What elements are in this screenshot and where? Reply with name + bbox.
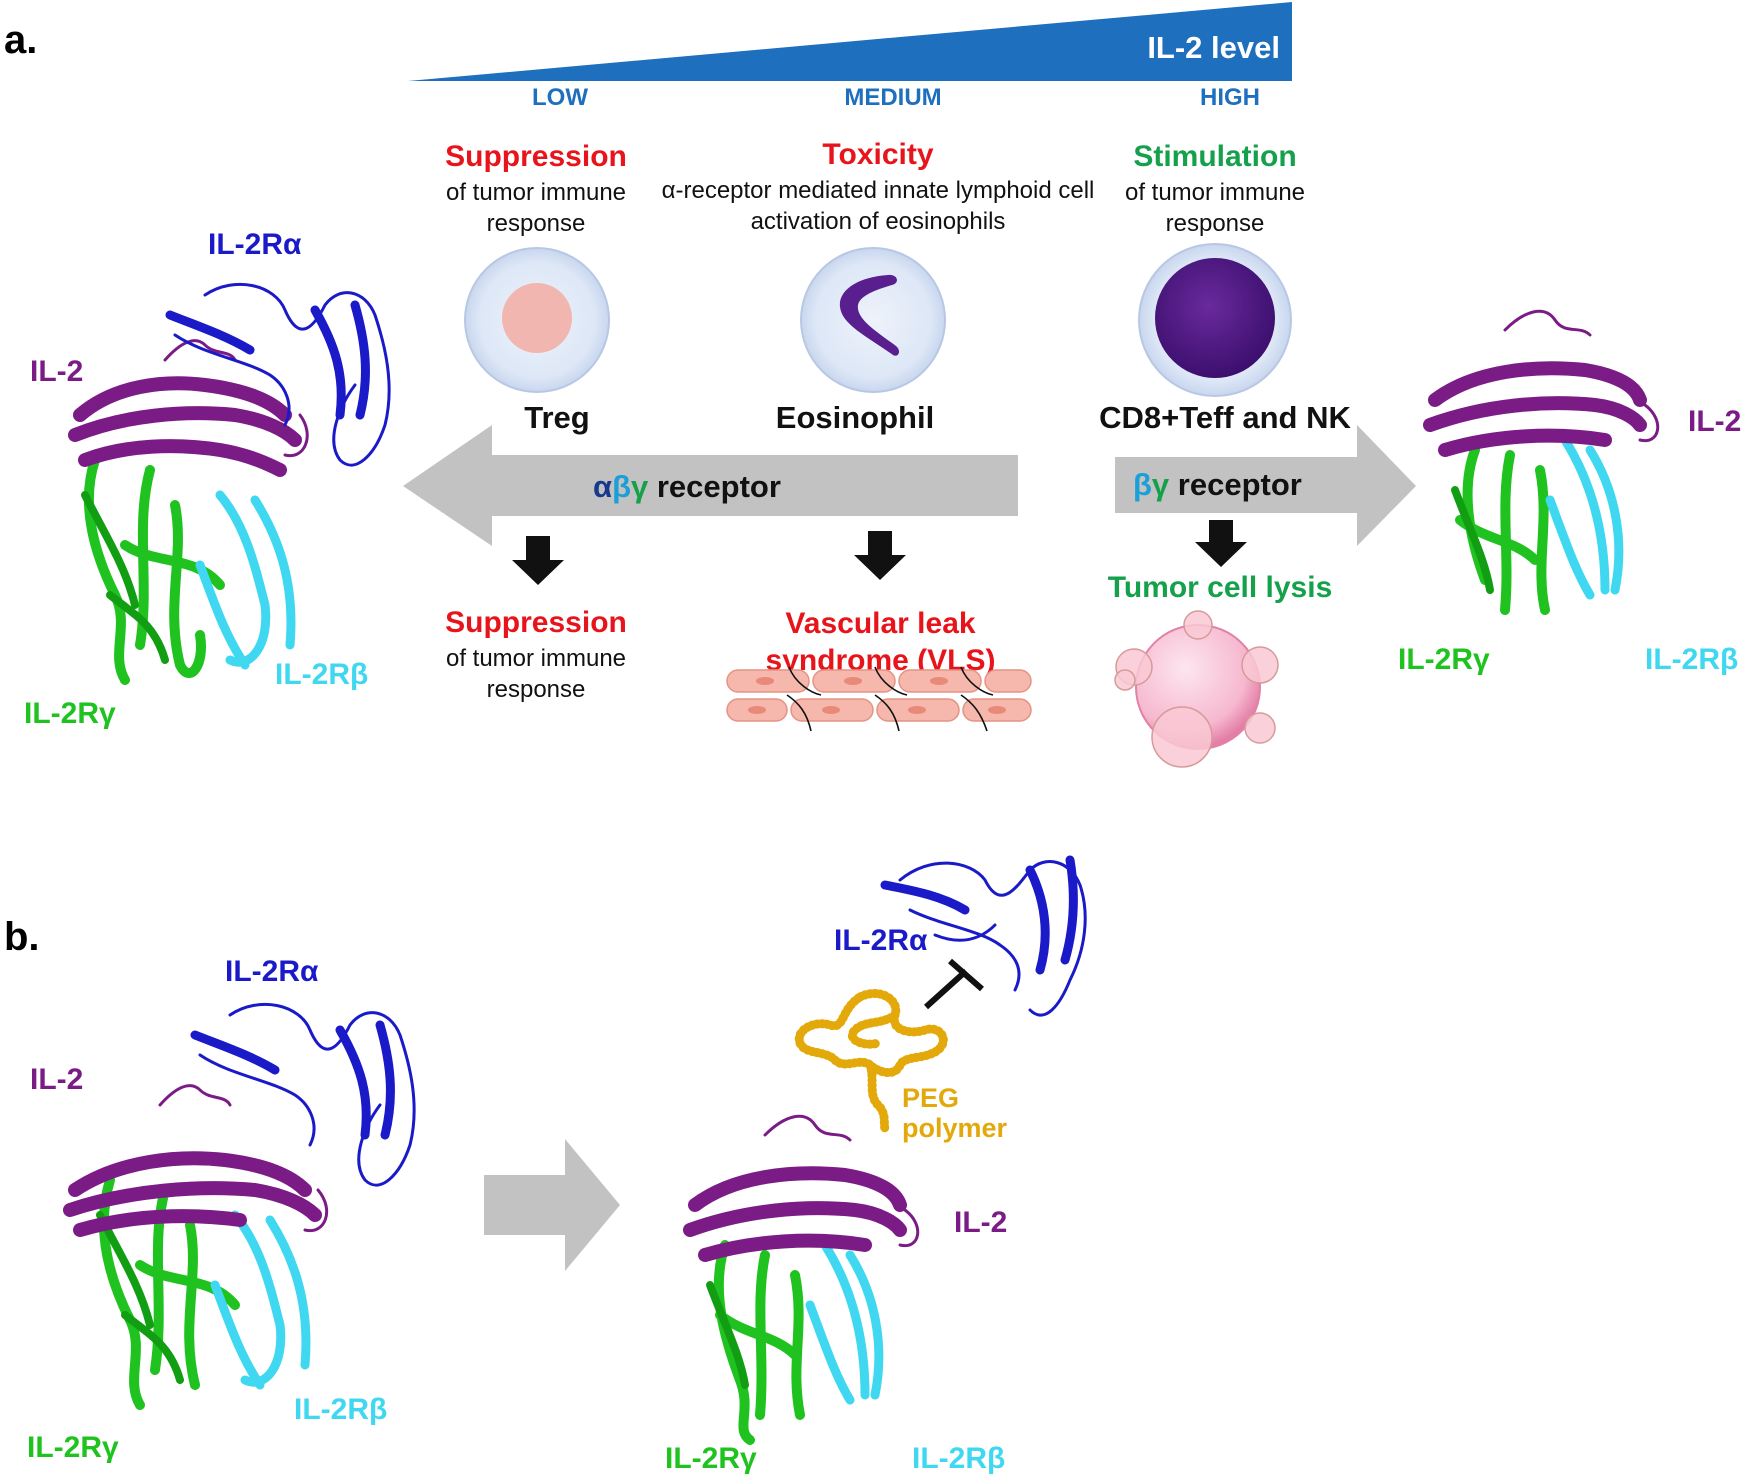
il2-receptor-complex-left-a xyxy=(68,282,391,685)
medium-heading: Toxicity xyxy=(822,138,934,171)
abg-receptor-label: αβγ receptor xyxy=(593,469,781,504)
level-medium: MEDIUM xyxy=(844,84,942,111)
abg-receptor-arrow xyxy=(403,425,1018,546)
outcome-low-heading: Suppression xyxy=(445,606,627,639)
transform-arrow xyxy=(484,1139,620,1271)
eosinophil-label: Eosinophil xyxy=(775,400,935,435)
treg-cell-icon xyxy=(464,247,610,393)
high-text: of tumor immune response xyxy=(1124,179,1306,237)
tumor-lysis-heading: Tumor cell lysis xyxy=(1107,571,1333,604)
down-arrow-medium xyxy=(854,531,906,580)
a-right-il2-label: IL-2 xyxy=(1688,405,1742,438)
b-left-il2ra-label: IL-2Rα xyxy=(225,955,319,988)
gradient-label: IL-2 level xyxy=(1147,30,1280,65)
inhibition-symbol xyxy=(923,958,984,1010)
a-left-il2rb-label: IL-2Rβ xyxy=(275,658,369,691)
b-left-il2-label: IL-2 xyxy=(30,1063,84,1096)
b-right-il2-label: IL-2 xyxy=(954,1206,1008,1239)
peg-label-line1: PEG xyxy=(902,1083,960,1113)
b-left-il2rb-label: IL-2Rβ xyxy=(294,1393,388,1426)
treg-label: Treg xyxy=(524,400,590,435)
b-right-il2rg-label: IL-2Rγ xyxy=(665,1442,757,1475)
down-arrow-high xyxy=(1195,520,1247,567)
bg-receptor-label: βγ receptor xyxy=(1133,467,1302,502)
level-low: LOW xyxy=(532,84,588,111)
b-left-il2rg-label: IL-2Rγ xyxy=(27,1431,119,1464)
b-right-il2rb-label: IL-2Rβ xyxy=(912,1442,1006,1475)
eosinophil-cell-icon xyxy=(800,247,946,393)
low-text: of tumor immune response xyxy=(445,179,627,237)
medium-text: α-receptor mediated innate lymphoid cell… xyxy=(661,177,1095,235)
outcome-low-text: of tumor immune response xyxy=(445,645,627,703)
down-arrow-low xyxy=(512,536,564,585)
a-left-il2-label: IL-2 xyxy=(30,355,84,388)
b-right-il2ra-label: IL-2Rα xyxy=(834,924,928,957)
il2-receptor-complex-right-a xyxy=(1423,309,1660,615)
detached-il2ra-structure xyxy=(880,855,1087,1017)
bg-receptor-arrow xyxy=(1115,425,1416,546)
high-heading: Stimulation xyxy=(1133,140,1297,173)
level-high: HIGH xyxy=(1200,84,1260,111)
il2-receptor-complex-left-b xyxy=(63,1002,416,1410)
a-left-il2rg-label: IL-2Rγ xyxy=(24,697,116,730)
peg-label-line2: polymer xyxy=(902,1113,1008,1143)
panel-a-label: a. xyxy=(4,18,38,62)
a-left-il2ra-label: IL-2Rα xyxy=(208,228,302,261)
a-right-il2rg-label: IL-2Rγ xyxy=(1398,643,1490,676)
tumor-cell-lysis-icon xyxy=(1114,610,1279,768)
panel-b-label: b. xyxy=(4,915,40,959)
peg-polymer-icon xyxy=(794,989,948,1135)
pegylated-il2-complex xyxy=(683,1114,920,1445)
cd8-nk-label: CD8+Teff and NK xyxy=(1099,400,1351,435)
low-heading: Suppression xyxy=(445,140,627,173)
vls-endothelium-icon xyxy=(726,666,1032,732)
cd8-nk-cell-icon xyxy=(1138,243,1292,397)
a-right-il2rb-label: IL-2Rβ xyxy=(1645,643,1739,676)
